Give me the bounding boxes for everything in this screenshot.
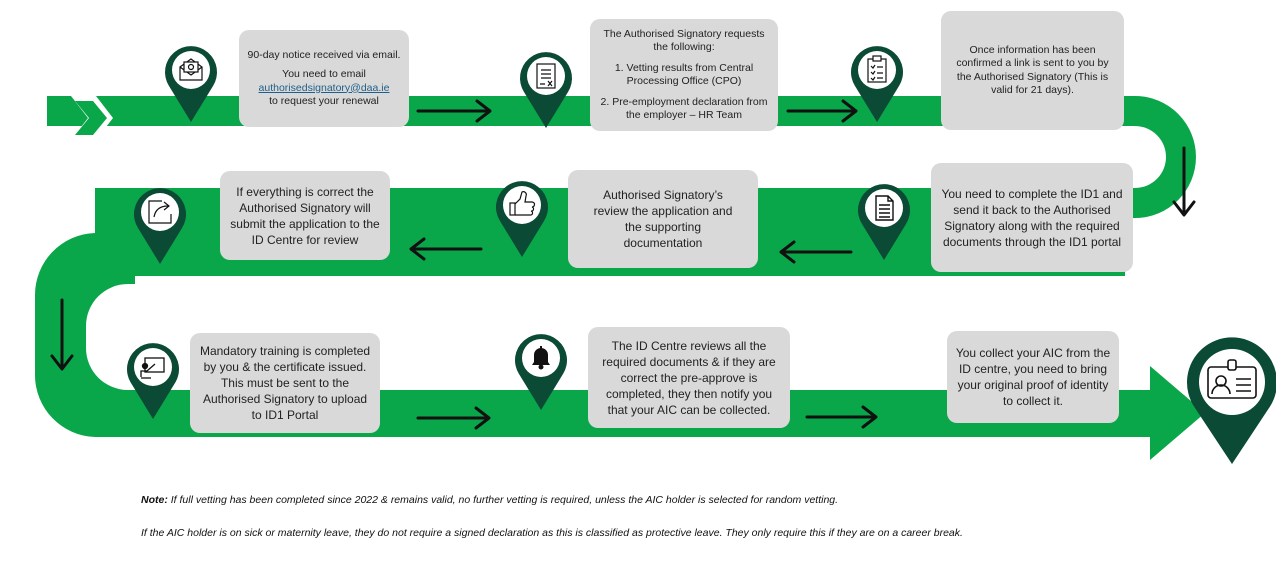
arrow-right-3 [416, 406, 491, 430]
pin-training [127, 343, 179, 419]
pin-bell [515, 334, 567, 410]
thumbs-up-icon [509, 191, 536, 216]
arrow-down-2 [50, 298, 74, 371]
step-4-box: You need to complete the ID1 and send it… [931, 163, 1133, 272]
email-icon [179, 58, 203, 81]
clipboard-checklist-icon [867, 55, 887, 83]
note-2: If the AIC holder is on sick or maternit… [141, 526, 1021, 541]
arrow-down-1 [1172, 146, 1196, 217]
arrow-right-4 [805, 405, 878, 429]
step-2-item-1: 1. Vetting results from Central Processi… [614, 61, 754, 88]
pin-document-x [520, 52, 572, 128]
step-3-text: Once information has been confirmed a li… [956, 43, 1109, 97]
note-label: Note: [141, 494, 168, 506]
arrow-left-1 [779, 240, 853, 264]
step-1-email-link[interactable]: authorisedsignatory@daa.ie [258, 81, 390, 94]
step-5-text: Authorised Signatory’s review the applic… [593, 188, 733, 250]
note-1: Note: If full vetting has been completed… [141, 493, 1141, 508]
pin-email [165, 46, 217, 122]
pin-id-card [1187, 337, 1276, 464]
step-1-box: 90-day notice received via email. You ne… [239, 30, 409, 127]
step-6-box: If everything is correct the Authorised … [220, 171, 390, 260]
step-5-box: Authorised Signatory’s review the applic… [568, 170, 758, 268]
id-card-icon [1207, 359, 1257, 399]
flow-arrows [50, 99, 1196, 430]
step-7-text: Mandatory training is completed by you &… [199, 344, 371, 422]
note-1-text: If full vetting has been completed since… [167, 494, 839, 506]
step-7-box: Mandatory training is completed by you &… [190, 333, 380, 433]
document-icon [875, 195, 894, 221]
arrow-left-2 [409, 237, 483, 261]
arrow-right-1 [416, 99, 492, 123]
step-4-text: You need to complete the ID1 and send it… [941, 186, 1123, 249]
step-1-line1: 90-day notice received via email. [247, 48, 401, 61]
step-9-box: You collect your AIC from the ID centre,… [947, 331, 1119, 423]
step-8-text: The ID Centre reviews all the required d… [602, 338, 776, 417]
step-1-line3: to request your renewal [269, 95, 379, 107]
step-2-box: The Authorised Signatory requests the fo… [590, 19, 778, 131]
step-8-box: The ID Centre reviews all the required d… [588, 327, 790, 428]
step-9-text: You collect your AIC from the ID centre,… [955, 346, 1111, 408]
pin-thumbs-up [496, 181, 548, 257]
step-2-intro: The Authorised Signatory requests the fo… [603, 27, 765, 54]
arrow-right-2 [786, 99, 858, 123]
document-x-icon [536, 63, 556, 89]
pin-clipboard [851, 46, 903, 122]
step-6-text: If everything is correct the Authorised … [230, 184, 380, 247]
step-2-item-2: 2. Pre-employment declaration from the e… [600, 95, 768, 122]
share-icon [148, 200, 172, 224]
training-screen-icon [140, 357, 165, 379]
pin-share [134, 188, 186, 264]
note-2-text: If the AIC holder is on sick or maternit… [141, 527, 963, 539]
step-1-line2: You need to email [282, 68, 366, 80]
step-3-box: Once information has been confirmed a li… [941, 11, 1124, 130]
pin-document [858, 184, 910, 260]
bell-icon [532, 346, 550, 370]
track-end-arrowhead [1150, 366, 1205, 460]
track-left-bend [34, 233, 135, 437]
